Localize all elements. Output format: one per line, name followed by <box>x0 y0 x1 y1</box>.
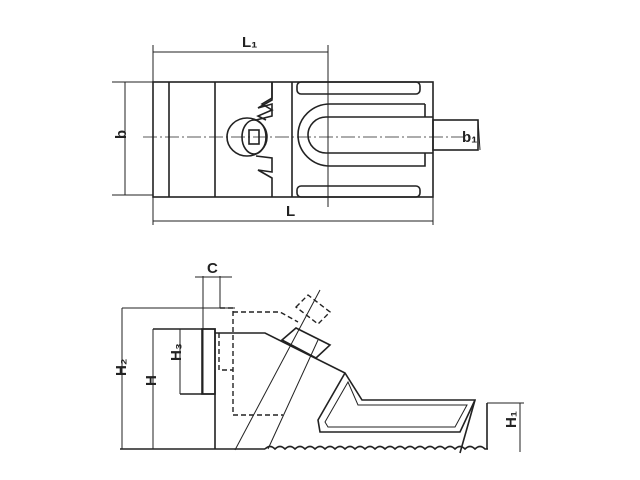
side-view: H₂ H H₃ C H₁ <box>113 260 524 454</box>
label-H: H <box>143 375 160 386</box>
top-view: L₁ b L b₁ <box>112 34 481 225</box>
label-H1: H₁ <box>503 411 520 428</box>
label-b: b <box>113 130 130 139</box>
label-H3: H₃ <box>168 343 185 361</box>
bolt-slot-end <box>432 119 479 151</box>
label-b1: b₁ <box>462 129 477 146</box>
label-H2: H₂ <box>113 359 130 377</box>
label-L: L <box>286 203 295 220</box>
label-C: C <box>207 260 218 277</box>
body-outline <box>152 81 434 198</box>
label-L1: L₁ <box>242 34 257 51</box>
